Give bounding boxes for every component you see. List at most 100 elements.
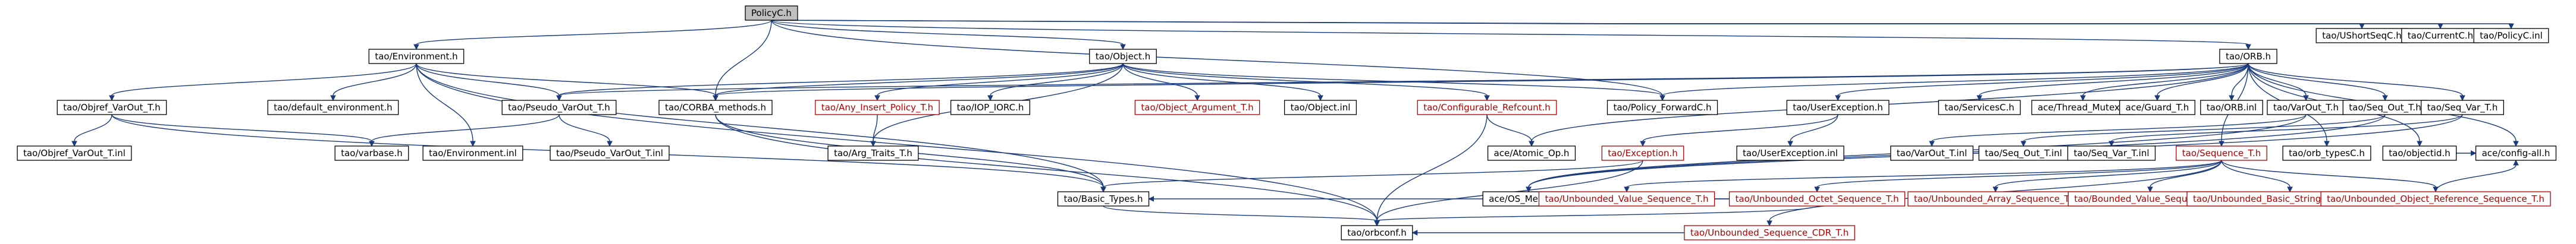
node-environment-h[interactable]: tao/Environment.h [368,49,465,64]
node-unbounded-array-sequence-t-h[interactable]: tao/Unbounded_Array_Sequence_T.h [1907,191,2084,207]
node-thread-mutex-h[interactable]: ace/Thread_Mutex.h [2031,100,2135,115]
node-label: tao/Unbounded_Octet_Sequence_T.h [1736,194,1899,205]
node-label: tao/Objref_VarOut_T.inl [23,148,125,159]
node-box [550,145,670,161]
node-box [1134,100,1260,115]
edge-line [1376,205,1818,221]
node-box [2420,100,2505,115]
node-label: tao/Seq_Var_T.inl [2073,148,2149,159]
node-config-all-h[interactable]: ace/config-all.h [2475,145,2557,161]
node-pseudo-varout-t-h[interactable]: tao/Pseudo_VarOut_T.h [501,100,617,115]
arrowhead-icon [2359,23,2365,30]
arrowhead-icon [1411,230,1418,236]
node-object-argument-t-h[interactable]: tao/Object_Argument_T.h [1134,100,1260,115]
node-policyc-inl[interactable]: tao/PolicyC.inl [2473,28,2549,43]
node-object-h[interactable]: tao/Object.h [1089,49,1157,64]
node-label: tao/Policy_ForwardC.h [1613,102,1711,113]
node-unbounded-octet-sequence-t-h[interactable]: tao/Unbounded_Octet_Sequence_T.h [1728,191,1906,207]
node-label: tao/Sequence_T.h [2182,148,2261,159]
node-configurable-refcount-h[interactable]: tao/Configurable_Refcount.h [1417,100,1557,115]
node-label: tao/VarOut_T.inl [1897,148,1967,159]
node-seq-var-t-h[interactable]: tao/Seq_Var_T.h [2420,100,2505,115]
edge-line [2435,164,2517,192]
node-varbase-h[interactable]: tao/varbase.h [334,145,409,161]
node-seq-out-t-inl[interactable]: tao/Seq_Out_T.inl [1978,145,2069,161]
node-iop-iorc-h[interactable]: tao/IOP_IORC.h [950,100,1031,115]
node-currentc-h[interactable]: tao/CurrentC.h [2401,28,2480,43]
arrowhead-icon [71,141,77,147]
node-objref-varout-t-inl[interactable]: tao/Objref_VarOut_T.inl [17,145,132,161]
node-label: tao/Seq_Out_T.h [2349,102,2421,113]
node-sequence-t-h[interactable]: tao/Sequence_T.h [2176,145,2267,161]
node-varout-t-inl[interactable]: tao/VarOut_T.inl [1890,145,1973,161]
node-policy-forward-h[interactable]: tao/Policy_ForwardC.h [1607,100,1718,115]
node-box [1417,100,1557,115]
edge-line [1626,160,2222,188]
node-box [1736,145,1844,161]
node-policyc-h[interactable]: PolicyC.h [745,5,798,21]
node-label: tao/UShortSeqC.h [2322,30,2402,41]
edge-layer [71,20,2519,236]
node-pseudo-varout-t-inl[interactable]: tao/Pseudo_VarOut_T.inl [550,145,670,161]
edge-seq-out-t-h-to-seq-out-t-inl [2020,114,2386,147]
node-label: ace/config-all.h [2482,148,2550,159]
node-orb-h[interactable]: tao/ORB.h [2219,49,2277,64]
node-varout-t-h[interactable]: tao/VarOut_T.h [2267,100,2345,115]
node-unbounded-sequence-cdr-t-h[interactable]: tao/Unbounded_Sequence_CDR_T.h [1684,225,1855,240]
arrowhead-icon [470,141,476,147]
arrowhead-icon [1194,95,1200,102]
node-corba-methods-h[interactable]: tao/CORBA_methods.h [658,100,773,115]
arrowhead-icon [2109,141,2114,147]
edge-sequence-t-h-to-unbounded-basic-string-sequence-t-h [2221,160,2293,193]
node-orbconf-h[interactable]: tao/orbconf.h [1341,225,1413,240]
edge-orb-h-to-corba-methods-h [713,63,2249,102]
edge-policyc-h-to-environment-h [413,20,772,50]
edge-line [1816,160,2222,188]
arrowhead-icon [2417,141,2423,147]
edge-line [2023,114,2386,142]
node-userexception-inl[interactable]: tao/UserException.inl [1736,145,1844,161]
node-basic-types-h[interactable]: tao/Basic_Types.h [1057,191,1150,207]
edge-line [715,20,772,96]
edge-line [1790,114,1838,142]
node-box [2119,100,2195,115]
node-object-inl[interactable]: tao/Object.inl [1284,100,1357,115]
node-orb-inl[interactable]: tao/ORB.inl [2200,100,2263,115]
node-any-insert-policy-t-h[interactable]: tao/Any_Insert_Policy_T.h [815,100,940,115]
edge-orb-h-to-servicesc-h [1976,63,2249,102]
arrowhead-icon [556,95,562,102]
edge-line [416,20,772,45]
edge-orb-h-to-guard-t-h [2154,63,2249,102]
node-box [2382,145,2457,161]
edge-unbounded-octet-sequence-t-h-to-orbconf-h [1374,205,1818,227]
node-servicesc-h[interactable]: tao/ServicesC.h [1938,100,2021,115]
node-label: tao/PolicyC.inl [2480,30,2543,41]
node-box [2067,145,2156,161]
node-layer: PolicyC.h tao/Environment.h tao/Object.h ta… [17,5,2557,240]
node-seq-var-t-inl[interactable]: tao/Seq_Var_T.inl [2067,145,2156,161]
edge-line [1979,63,2249,96]
arrowhead-icon [1767,220,1772,227]
node-environment-inl[interactable]: tao/Environment.inl [422,145,523,161]
arrowhead-icon [987,95,993,102]
node-unbounded-value-sequence-t-h[interactable]: tao/Unbounded_Value_Sequence_T.h [1538,191,1715,207]
node-seq-out-t-h[interactable]: tao/Seq_Out_T.h [2342,100,2428,115]
node-atomic-op-h[interactable]: ace/Atomic_Op.h [1487,145,1576,161]
arrowhead-icon [2080,95,2086,102]
node-unbounded-object-reference-sequence-t-h[interactable]: tao/Unbounded_Object_Reference_Sequence_… [2320,191,2551,207]
node-userexception-h[interactable]: tao/UserException.h [1786,100,1890,115]
node-default-environment-h[interactable]: tao/default_environment.h [267,100,399,115]
node-exception-h[interactable]: tao/Exception.h [1601,145,1684,161]
node-box [2200,100,2263,115]
arrowhead-icon [1659,95,1665,102]
node-ushortseqc-h[interactable]: tao/UShortSeqC.h [2315,28,2408,43]
node-box [745,5,798,21]
node-objectid-h[interactable]: tao/objectid.h [2382,145,2457,161]
node-guard-t-h[interactable]: ace/Guard_T.h [2119,100,2195,115]
edge-line [1376,114,1488,221]
node-arg-traits-t-h[interactable]: tao/Arg_Traits_T.h [827,145,919,161]
edge-line [771,20,1124,45]
node-box [1938,100,2021,115]
node-orb-typesc-h[interactable]: tao/orb_typesC.h [2282,145,2371,161]
node-objref-varout-t-h[interactable]: tao/Objref_VarOut_T.h [57,100,167,115]
